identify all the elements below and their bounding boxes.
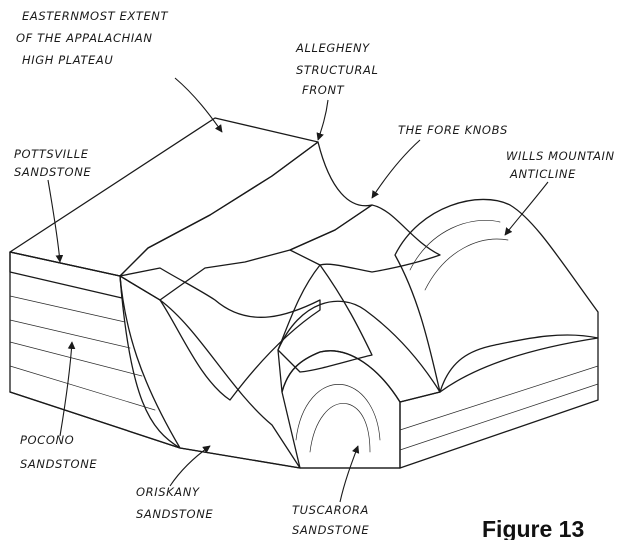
fore-knobs-ridge [290, 205, 440, 272]
svg-text:POCONO: POCONO [20, 433, 74, 447]
arrow-wills-mountain [505, 182, 548, 235]
svg-text:THE FORE KNOBS: THE FORE KNOBS [398, 123, 508, 137]
plateau-scarp [120, 142, 372, 300]
svg-text:SANDSTONE: SANDSTONE [20, 457, 97, 471]
label-fore-knobs: THE FORE KNOBS [398, 123, 508, 137]
svg-text:ALLEGHENY: ALLEGHENY [295, 41, 370, 55]
label-wills-mountain: WILLS MOUNTAIN ANTICLINE [506, 149, 615, 181]
svg-text:SANDSTONE: SANDSTONE [14, 165, 91, 179]
front-face-right [400, 338, 598, 468]
label-pocono: POCONO SANDSTONE [20, 433, 97, 471]
plateau-surface [10, 118, 318, 276]
pottsville-layer [10, 252, 122, 298]
svg-text:TUSCARORA: TUSCARORA [292, 503, 369, 517]
svg-text:WILLS MOUNTAIN: WILLS MOUNTAIN [506, 149, 615, 163]
svg-text:OF THE APPALACHIAN: OF THE APPALACHIAN [16, 31, 153, 45]
svg-text:POTTSVILLE: POTTSVILLE [14, 147, 89, 161]
figure-label: Figure 13 [482, 516, 584, 540]
label-pottsville: POTTSVILLE SANDSTONE [14, 147, 91, 179]
svg-text:HIGH PLATEAU: HIGH PLATEAU [22, 53, 113, 67]
label-plateau-extent: EASTERNMOST EXTENT OF THE APPALACHIAN HI… [16, 9, 169, 67]
svg-text:SANDSTONE: SANDSTONE [292, 523, 369, 537]
fore-knobs-face [278, 265, 372, 372]
arrow-fore-knobs [372, 140, 420, 198]
stratigraphic-section [10, 252, 180, 448]
svg-text:ANTICLINE: ANTICLINE [509, 167, 576, 181]
arrow-allegheny-front [318, 100, 328, 140]
pointer-arrows [48, 78, 548, 502]
arrow-tuscarora [340, 446, 358, 502]
label-oriskany: ORISKANY SANDSTONE [136, 485, 213, 521]
label-tuscarora: TUSCARORA SANDSTONE [292, 503, 369, 537]
tuscarora-fold [278, 301, 440, 402]
svg-text:ORISKANY: ORISKANY [136, 485, 200, 499]
label-allegheny-front: ALLEGHENY STRUCTURAL FRONT [295, 41, 378, 97]
allegheny-front-ridge [120, 268, 320, 400]
svg-text:FRONT: FRONT [302, 83, 345, 97]
svg-text:SANDSTONE: SANDSTONE [136, 507, 213, 521]
arrow-plateau-extent [175, 78, 222, 132]
svg-text:STRUCTURAL: STRUCTURAL [296, 63, 378, 77]
valley-floor [120, 276, 300, 468]
tuscarora-fold-section [282, 351, 400, 468]
svg-text:EASTERNMOST EXTENT: EASTERNMOST EXTENT [22, 9, 169, 23]
